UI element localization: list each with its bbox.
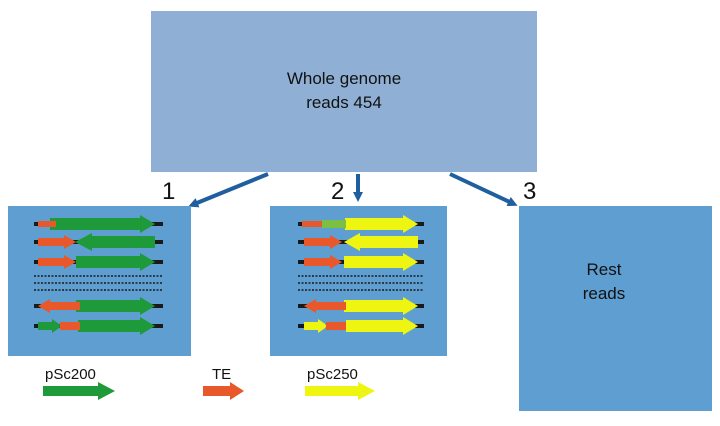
rest-reads-label: Rest reads bbox=[519, 258, 689, 306]
step-number-3: 3 bbox=[523, 178, 537, 205]
pSc200-arrow bbox=[76, 297, 155, 315]
pSc200-arrow bbox=[78, 317, 155, 335]
rest-reads-line1: Rest bbox=[586, 260, 622, 279]
legend-psc250-label: pSc250 bbox=[307, 366, 358, 383]
pSc250-arrow bbox=[345, 215, 418, 233]
pSc200-arrow bbox=[75, 233, 155, 251]
te-arrow bbox=[38, 255, 76, 269]
whole-genome-box bbox=[151, 11, 537, 172]
legend-psc250-arrow bbox=[305, 382, 375, 400]
te-arrow bbox=[304, 255, 342, 269]
step-number-2: 2 bbox=[331, 178, 345, 205]
te-arrow bbox=[38, 299, 80, 313]
whole-genome-line1: Whole genome bbox=[286, 69, 402, 88]
pSc250-arrow bbox=[346, 317, 418, 335]
te-arrow bbox=[38, 235, 76, 249]
whole-genome-line2: reads 454 bbox=[306, 93, 382, 112]
legend-psc200-label: pSc200 bbox=[45, 366, 96, 383]
pSc200-segment bbox=[322, 220, 346, 228]
rest-reads-line2: reads bbox=[582, 284, 626, 303]
flow-arrow-3 bbox=[449, 172, 518, 206]
te-segment bbox=[38, 221, 56, 227]
te-segment bbox=[326, 322, 346, 330]
legend-te-arrow bbox=[203, 382, 244, 400]
pSc200-arrow bbox=[50, 215, 155, 233]
rest-reads-box bbox=[519, 206, 712, 411]
te-segment bbox=[302, 221, 322, 227]
te-segment bbox=[60, 322, 80, 330]
pSc250-arrow bbox=[344, 253, 418, 271]
psc200-read-group bbox=[34, 215, 163, 335]
te-arrow bbox=[304, 235, 342, 249]
pSc200-arrow bbox=[76, 253, 155, 271]
flow-arrow-1 bbox=[188, 172, 269, 208]
psc250-read-group bbox=[298, 215, 424, 335]
te-arrow bbox=[304, 299, 346, 313]
pSc200-arrow bbox=[38, 319, 62, 333]
pSc250-arrow bbox=[344, 297, 418, 315]
whole-genome-label: Whole genome reads 454 bbox=[151, 67, 537, 115]
step-number-1: 1 bbox=[162, 178, 176, 205]
legend-psc200-arrow bbox=[43, 382, 115, 400]
legend-te-label: TE bbox=[212, 366, 232, 383]
pSc250-arrow bbox=[344, 233, 418, 251]
pSc250-arrow bbox=[304, 319, 328, 333]
